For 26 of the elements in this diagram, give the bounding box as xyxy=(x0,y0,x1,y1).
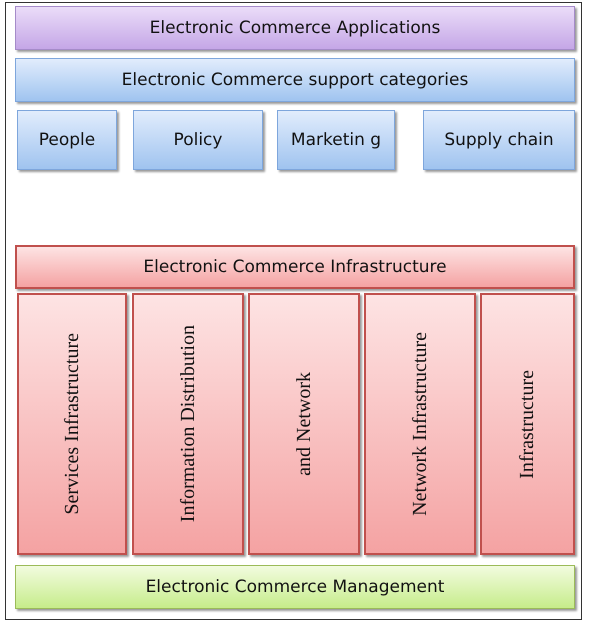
category-box xyxy=(277,110,395,170)
component-box xyxy=(364,293,476,555)
layer-label: Information Distribution xyxy=(176,325,200,523)
layer-label: Policy xyxy=(174,128,222,152)
layer-bar xyxy=(15,245,575,289)
category-box xyxy=(133,110,263,170)
layer-label: Electronic Commerce Infrastructure xyxy=(143,256,447,279)
layer-label: Electronic Commerce Applications xyxy=(150,16,440,40)
layer-label: Infrastructure xyxy=(515,370,539,478)
category-box xyxy=(17,110,117,170)
category-box xyxy=(423,110,575,170)
layer-label: Marketin g xyxy=(290,128,382,152)
layer-label: Electronic Commerce support categories xyxy=(122,68,468,92)
component-box xyxy=(132,293,244,555)
component-box xyxy=(480,293,575,555)
component-box xyxy=(17,293,127,555)
layer-label: People xyxy=(38,128,96,152)
layer-label: and Network xyxy=(292,372,316,476)
layer-bar xyxy=(15,6,575,50)
layer-bar xyxy=(15,565,575,609)
layer-label: Electronic Commerce Management xyxy=(146,576,444,599)
layer-label: Supply chain xyxy=(444,128,554,152)
layer-label: Network Infrastructure xyxy=(408,332,432,516)
component-box xyxy=(248,293,360,555)
layer-label: Services Infrastructure xyxy=(60,333,84,515)
layer-bar xyxy=(15,58,575,102)
